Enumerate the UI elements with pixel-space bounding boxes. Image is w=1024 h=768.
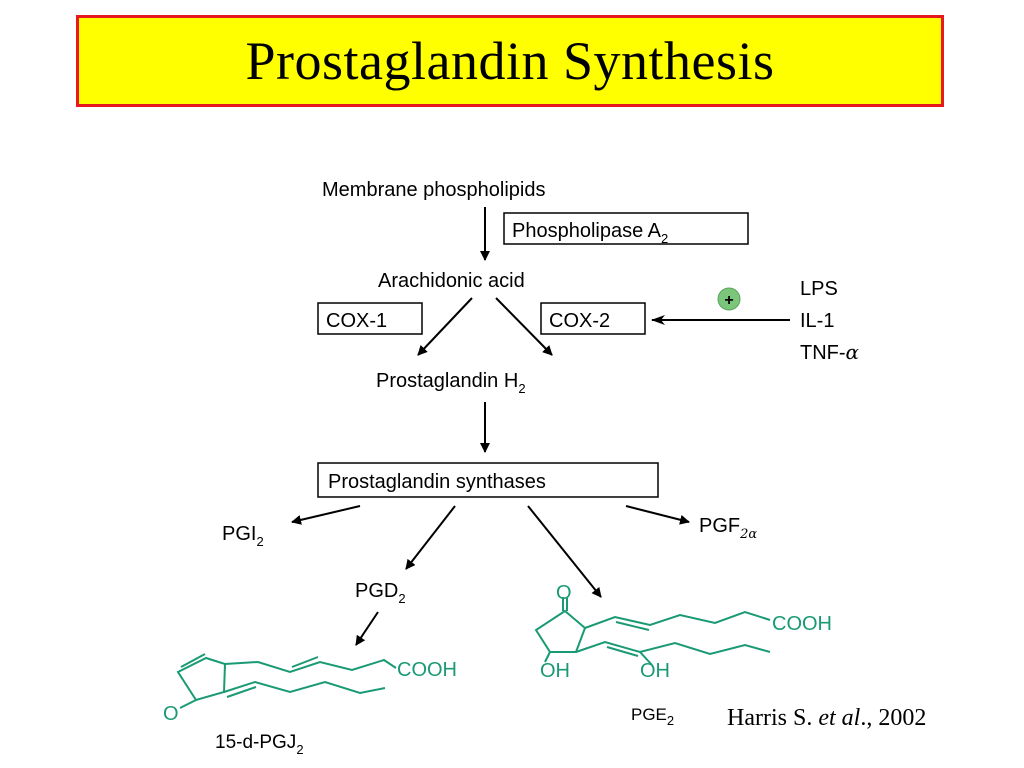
pge2-oh1-label: OH	[540, 660, 570, 682]
arrow-pgd2-to-15d-pgj2	[355, 611, 379, 646]
plus-sign: +	[724, 292, 733, 309]
arrow-cox1	[417, 297, 473, 356]
cox1-box	[317, 302, 423, 335]
arrow-to-pgi2	[291, 505, 361, 525]
pge2-label: PGE2	[631, 705, 674, 728]
pge2-structure	[534, 597, 771, 666]
phospholipase-a2-label: Phospholipase A2	[512, 220, 668, 246]
citation: Harris S.et al., 2002	[727, 705, 926, 731]
arrow-cox2	[495, 297, 553, 356]
cox2-label: COX-2	[549, 310, 610, 332]
arrow-to-pgf2a	[625, 505, 690, 525]
prostaglandin-h2-label: Prostaglandin H2	[376, 370, 526, 396]
arachidonic-acid-label: Arachidonic acid	[378, 270, 525, 292]
pgf2a-label: PGF2α	[699, 515, 757, 542]
tnf-alpha-label: TNF-α	[800, 340, 860, 364]
prostaglandin-synthases-box	[317, 462, 659, 498]
pge2-oh2-label: OH	[640, 660, 670, 682]
plus-badge	[717, 287, 741, 311]
prostaglandin-synthases-label: Prostaglandin synthases	[328, 471, 546, 493]
arrow-to-pgd2	[405, 505, 456, 570]
15d-pgj2-label: 15-d-PGJ2	[215, 732, 304, 757]
cox1-label: COX-1	[326, 310, 387, 332]
phospholipase-a2-box	[503, 212, 749, 245]
membrane-phospholipids-label: Membrane phospholipids	[322, 179, 545, 201]
pge2-o-label: O	[556, 582, 572, 604]
il1-label: IL-1	[800, 310, 834, 332]
pgj2-o-label: O	[163, 703, 179, 725]
arrow-to-pge2	[527, 505, 602, 598]
cox2-box	[540, 302, 646, 335]
pgj2-cooh-label: COOH	[397, 659, 457, 681]
pgd2-label: PGD2	[355, 580, 406, 606]
title-banner: Prostaglandin Synthesis	[76, 15, 944, 107]
page-title: Prostaglandin Synthesis	[245, 31, 775, 91]
pgj2-structure	[176, 653, 397, 709]
pgi2-label: PGI2	[222, 523, 264, 549]
lps-label: LPS	[800, 278, 838, 300]
pge2-cooh-label: COOH	[772, 613, 832, 635]
